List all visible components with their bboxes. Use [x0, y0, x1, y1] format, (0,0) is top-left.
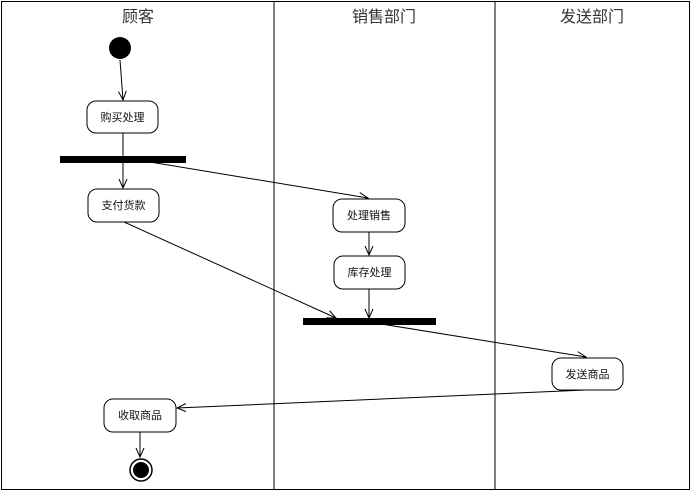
activity-ship: 发送商品: [551, 357, 624, 391]
activity-ship-label: 发送商品: [566, 367, 610, 381]
activity-pay-label: 支付货款: [102, 198, 146, 212]
edge-fork-to-process-sale: [149, 161, 368, 198]
activity-inventory: 库存处理: [333, 255, 406, 290]
start-node: [109, 37, 131, 59]
lane-title-shipping: 发送部门: [560, 7, 624, 26]
join-bar: [303, 318, 436, 325]
activity-pay: 支付货款: [87, 188, 160, 223]
activity-receive-label: 收取商品: [118, 408, 162, 422]
lane-title-sales: 销售部门: [352, 7, 416, 26]
activity-process-sale-label: 处理销售: [347, 208, 391, 222]
edge-pay-to-join: [123, 221, 336, 318]
end-node: [129, 458, 153, 482]
activity-inventory-label: 库存处理: [348, 265, 392, 279]
lane-title-customer: 顾客: [122, 7, 154, 26]
activity-purchase: 购买处理: [86, 100, 159, 134]
edge-start-to-purchase: [120, 59, 123, 100]
activity-process-sale: 处理销售: [332, 198, 406, 233]
edge-join-to-ship: [368, 321, 586, 357]
fork-bar: [60, 156, 186, 163]
activity-receive: 收取商品: [103, 398, 177, 433]
activity-purchase-label: 购买处理: [101, 110, 145, 124]
edge-ship-to-receive: [177, 389, 587, 408]
